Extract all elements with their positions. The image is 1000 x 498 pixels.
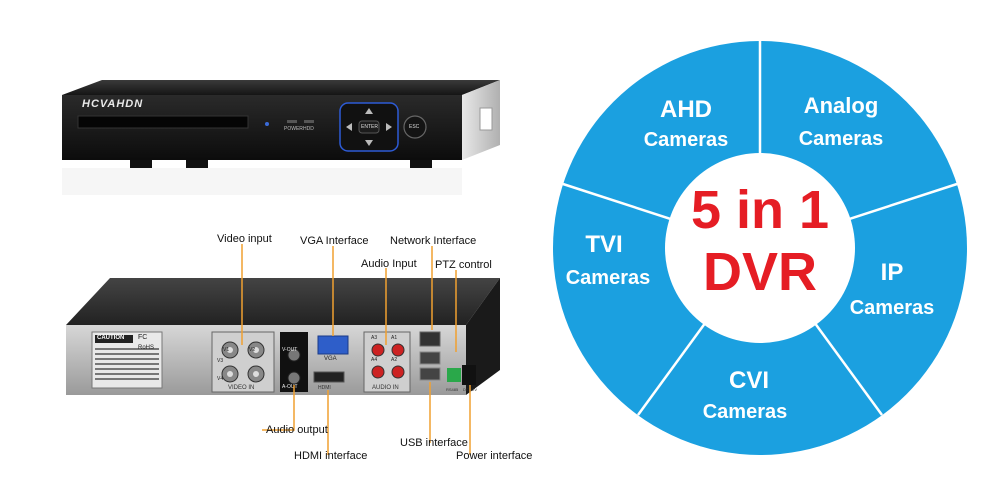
aout-label: A-OUT [282,384,298,390]
segment-analog-line1: Analog [804,93,879,118]
callout-video-input: Video input [217,233,272,245]
channel-v2: V2 [249,347,256,353]
segment-analog-line2: Cameras [799,128,884,150]
compatibility-wheel: 5 in 1 DVR AHD Cameras Analog Cameras IP… [553,41,967,455]
center-title-line1: 5 in 1 [691,180,829,240]
segment-cvi-line1: CVI [729,367,769,394]
brand-logo: HCVAHDN [82,98,144,110]
segment-ip-line2: Cameras [850,297,935,319]
hdd-label: HDD [303,126,314,132]
callout-ptz-control: PTZ control [435,259,492,271]
callout-power-interface: Power interface [456,450,533,462]
caution-label: CAUTION [97,335,125,341]
callout-audio-input: Audio Input [361,258,417,270]
esc-label: ESC [409,124,420,130]
audio-channel-a1: A1 [391,335,398,341]
callout-network-interface: Network Interface [390,235,477,247]
audio-channel-a3: A3 [371,335,378,341]
wheel-center-disc [665,153,855,343]
wheel-segment-labels: AHD Cameras Analog Cameras IP Cameras CV… [566,93,935,423]
channel-v3: V3 [217,358,224,364]
audio-channel-a2: A2 [391,357,398,363]
audio-in-label: AUDIO IN [372,385,399,391]
center-title-line2: DVR [703,242,817,302]
dvr-front-illustration [62,80,500,195]
vout-label: V-OUT [282,347,298,353]
video-in-label: VIDEO IN [228,385,255,391]
channel-v4: V4 [217,376,224,382]
audio-channel-a4: A4 [371,357,378,363]
enter-label: ENTER [361,124,378,130]
segment-tvi-line1: TVI [585,231,622,258]
callout-hdmi-interface: HDMI interface [294,450,368,462]
rs485-label: RS485 [446,387,459,392]
callout-lines [241,244,471,455]
fc-mark: FC [138,334,148,341]
segment-cvi-line2: Cameras [703,401,788,423]
power-label: POWER [284,126,303,132]
segment-ahd-line1: AHD [660,96,712,123]
callout-vga-interface: VGA Interface [300,235,369,247]
callout-audio-output: Audio output [266,424,328,436]
hdmi-label: HDMI [318,385,331,391]
dvr-rear-illustration [66,278,500,395]
segment-ahd-line2: Cameras [644,129,729,151]
vga-label: VGA [324,356,337,362]
segment-tvi-line2: Cameras [566,267,651,289]
callout-usb-interface: USB interface [400,437,468,449]
rohs-mark: RoHS [138,345,155,351]
channel-v1: V1 [223,347,230,353]
segment-ip-line1: IP [881,259,904,286]
